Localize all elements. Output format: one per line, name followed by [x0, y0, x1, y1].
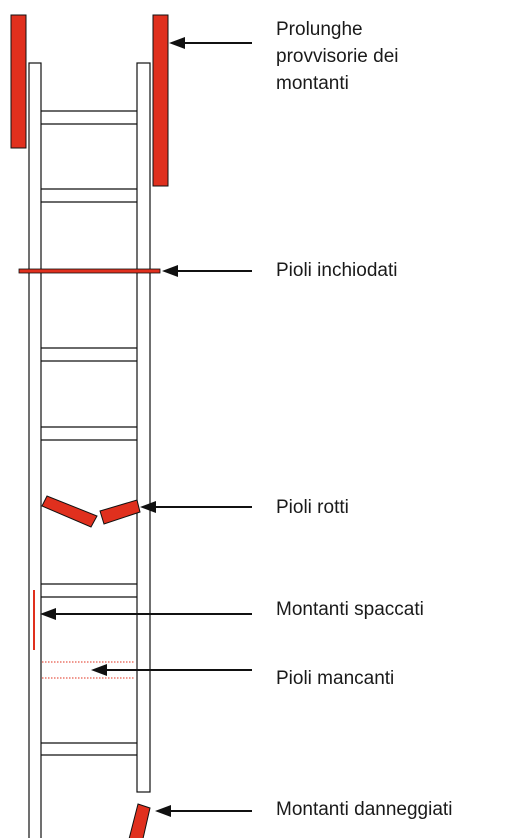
broken-rung-right	[99, 499, 141, 525]
arrow-nailed-rungs	[162, 265, 178, 277]
label-extensions-line-3: montanti	[276, 73, 349, 94]
arrow-split-rails	[40, 608, 56, 620]
missing-rungs	[42, 661, 135, 679]
label-extensions-line-1: Prolunghe	[276, 19, 363, 40]
damaged-rail-fragment	[128, 803, 151, 838]
label-missing-rungs: Pioli mancanti	[276, 668, 395, 689]
arrow-damaged-rails	[155, 805, 171, 817]
label-nailed-rungs: Pioli inchiodati	[276, 260, 398, 281]
rungs	[41, 110, 137, 756]
broken-rung-left	[41, 495, 98, 528]
left-rail-extension	[10, 14, 27, 149]
right-rail-extension	[152, 14, 169, 187]
label-extensions-line-2: provvisorie dei	[276, 46, 399, 67]
arrows	[40, 37, 252, 817]
label-broken-rungs: Pioli rotti	[276, 497, 349, 518]
nailed-rung	[18, 268, 161, 274]
label-extensions: Prolunghe provvisorie dei montanti	[276, 16, 399, 97]
label-damaged-rails: Montanti danneggiati	[276, 799, 453, 820]
left-rail	[28, 62, 42, 838]
arrow-extensions	[169, 37, 185, 49]
arrow-missing-rungs	[91, 664, 107, 676]
right-rail	[136, 62, 151, 793]
label-split-rails: Montanti spaccati	[276, 599, 424, 620]
arrow-broken-rungs	[140, 501, 156, 513]
